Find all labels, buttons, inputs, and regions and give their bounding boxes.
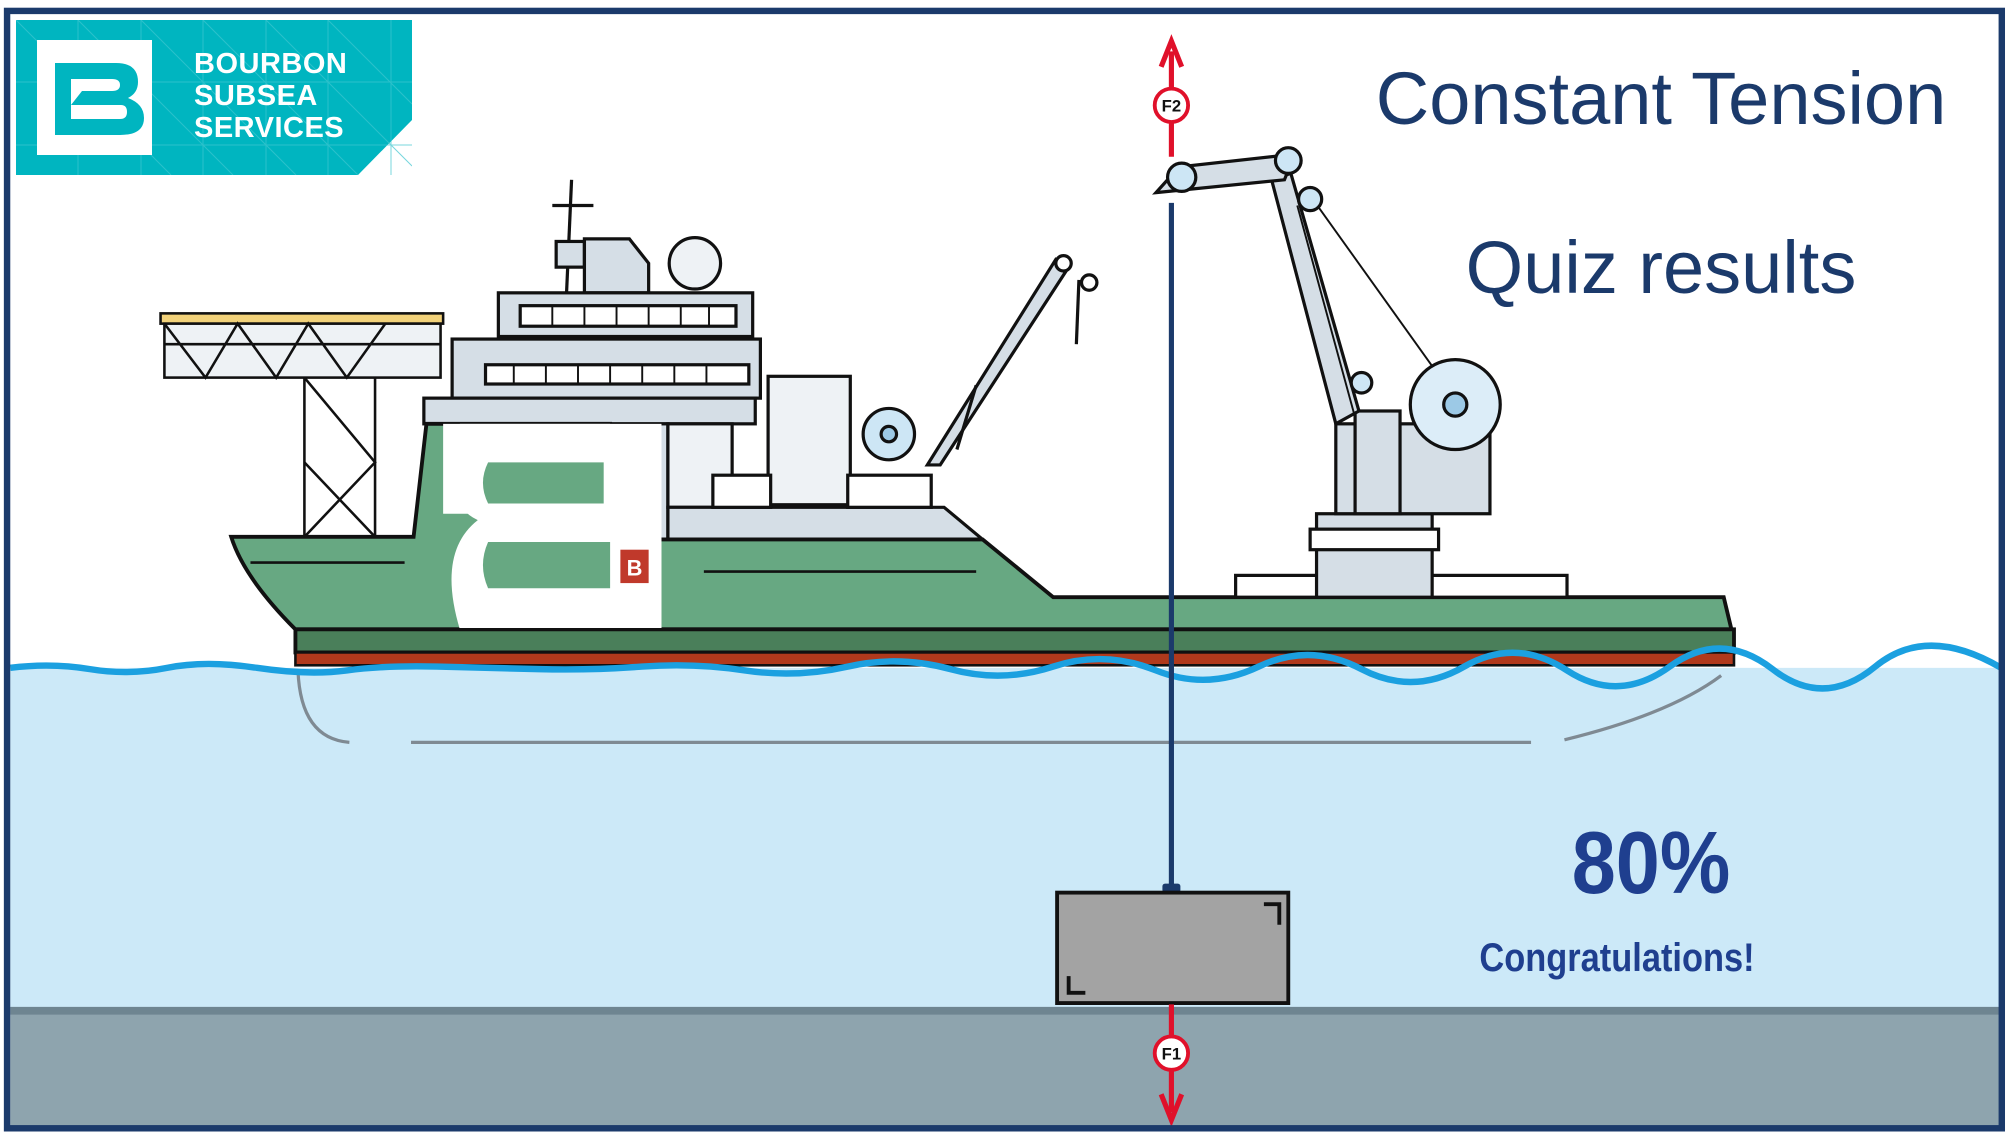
window-dividers (512, 305, 710, 385)
result-message: Congratulations! (1479, 936, 1755, 980)
logo-line-2: SUBSEA (194, 80, 318, 112)
subsea-load-box (1055, 890, 1291, 1005)
quiz-score: 80% (1571, 813, 1731, 912)
logo-line-1: BOURBON (194, 48, 348, 80)
logo-line-3: SERVICES (194, 112, 345, 144)
force-f1-arrow: F1 (1152, 1004, 1191, 1127)
force-f2-label: F2 (1162, 97, 1181, 116)
page-title: Constant Tension (1375, 57, 1947, 140)
force-f2-arrow: F2 (1152, 34, 1191, 157)
water (10, 667, 2002, 1009)
force-f1-label: F1 (1162, 1045, 1181, 1064)
logo-wordmark: BOURBON SUBSEA SERVICES (194, 48, 347, 144)
main-crane (1152, 146, 1569, 599)
hull-b-livery: B (443, 423, 662, 630)
superstructure (422, 179, 988, 542)
waterline (9, 642, 2003, 692)
hull-details (250, 561, 1670, 631)
hull-underwater-outline (296, 670, 1723, 744)
bourbon-logo: BOURBON SUBSEA SERVICES (15, 19, 413, 176)
page-subtitle: Quiz results (1465, 226, 1857, 309)
helideck (159, 312, 445, 538)
small-crane (861, 253, 1099, 467)
slide-frame (3, 7, 2006, 1132)
seabed (10, 1006, 2002, 1127)
svg-text:B: B (627, 555, 643, 580)
